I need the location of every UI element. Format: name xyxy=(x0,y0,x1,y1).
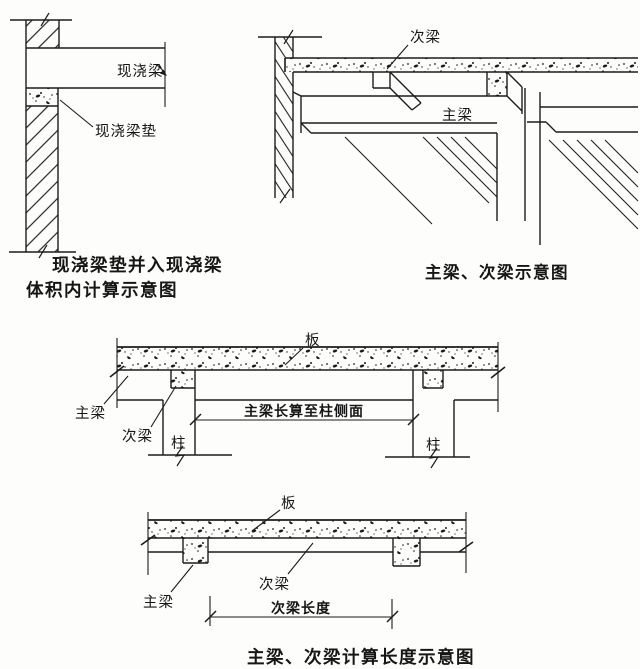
label-section-slab: 板 xyxy=(305,331,321,349)
figure-cast-beam-detail xyxy=(9,12,167,259)
figure-main-beam-length-section xyxy=(103,338,506,469)
cast-beam-outline xyxy=(26,47,165,89)
section-slab xyxy=(117,347,498,370)
cast-beam-pad xyxy=(26,88,58,106)
label-section-main-beam: 主梁 xyxy=(75,405,106,422)
caption-beam-overview: 主梁、次梁示意图 xyxy=(425,262,569,282)
section-secondary-beam-right xyxy=(422,370,444,389)
label-cast-beam-pad: 现浇梁垫 xyxy=(95,123,157,140)
wall-hatch-upper xyxy=(26,20,59,48)
leader-length-secondary-beam xyxy=(287,542,314,575)
caption-cast-beam-line1: 现浇梁垫并入现浇梁 xyxy=(52,255,223,275)
section-column-right xyxy=(385,370,470,469)
overview-underside-hatch-right xyxy=(548,139,639,230)
overview-secondary-beam-1 xyxy=(372,71,422,111)
overview-column xyxy=(496,88,541,245)
dimension-main-beam-length: 主梁长算至柱侧面 xyxy=(244,403,364,419)
label-overview-main-beam: 主梁 xyxy=(442,107,473,124)
wall-right-edge xyxy=(57,20,60,252)
leader-overview-secondary-beam xyxy=(386,44,409,70)
overview-slab xyxy=(285,58,638,72)
overview-secondary-beam-2 xyxy=(486,71,523,114)
overview-underside-hatch-left xyxy=(344,136,498,225)
leader-length-slab xyxy=(251,509,281,532)
label-length-main-beam: 主梁 xyxy=(143,594,174,611)
leader-cast-beam-pad xyxy=(59,99,94,128)
label-length-slab: 板 xyxy=(281,494,297,512)
section-secondary-beam-left xyxy=(170,370,195,389)
dimension-secondary-beam-length: 次梁长度 xyxy=(271,600,331,616)
leader-section-main-beam xyxy=(103,375,129,405)
label-section-column-left: 柱 xyxy=(171,435,187,452)
figure-secondary-beam-length-section xyxy=(140,509,474,629)
label-length-secondary-beam: 次梁 xyxy=(259,576,290,593)
length-dimension xyxy=(204,596,399,629)
caption-cast-beam-line2: 体积内计算示意图 xyxy=(26,280,178,300)
overview-right-bay-beam xyxy=(527,106,638,133)
length-main-beam-right xyxy=(392,538,421,567)
label-cast-beam: 现浇梁 xyxy=(117,63,164,80)
label-overview-secondary-beam: 次梁 xyxy=(410,29,441,46)
leader-section-slab xyxy=(284,347,304,366)
caption-secondary-beam-length: 主梁、次梁计算长度示意图 xyxy=(247,647,475,667)
section-column-left xyxy=(148,370,232,467)
leader-length-main-beam xyxy=(170,564,194,593)
leader-section-secondary-beam xyxy=(150,385,177,428)
length-slab xyxy=(148,520,466,538)
label-section-column-right: 柱 xyxy=(426,437,442,454)
section-dimension-line xyxy=(189,413,420,426)
overview-wall-edges xyxy=(274,37,294,198)
cast-beam-pointer-icon xyxy=(156,64,167,76)
label-section-secondary-beam: 次梁 xyxy=(122,428,153,445)
length-main-beam-left xyxy=(182,538,209,564)
figure-beam-overview xyxy=(258,29,639,245)
overview-main-beam xyxy=(292,91,497,134)
wall-hatch-lower xyxy=(26,106,58,252)
overview-wall-hatch xyxy=(275,37,293,58)
